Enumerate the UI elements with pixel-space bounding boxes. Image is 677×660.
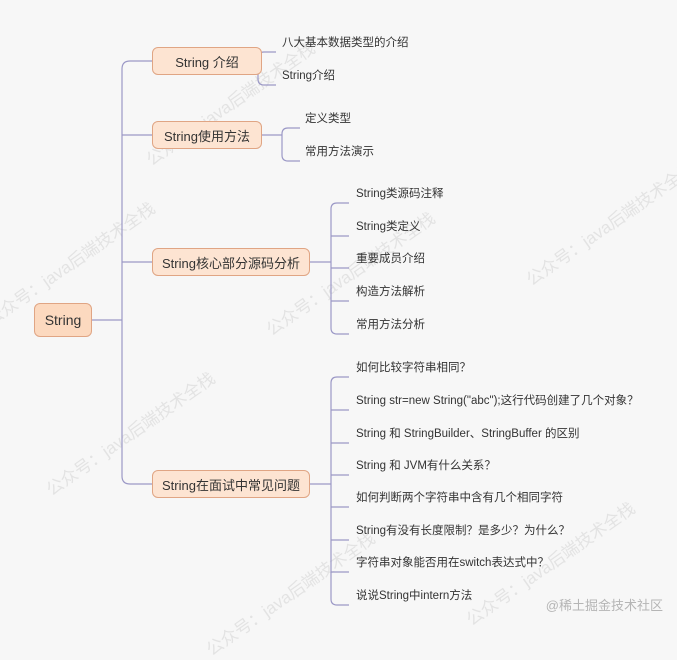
leaf-node[interactable]: String 和 StringBuilder、StringBuffer 的区别 (356, 428, 580, 440)
leaf-node[interactable]: 常用方法演示 (305, 146, 374, 158)
leaf-node[interactable]: String 和 JVM有什么关系？ (356, 460, 496, 472)
leaf-node[interactable]: 如何比较字符串相同？ (356, 362, 471, 374)
connector (330, 327, 349, 335)
leaf-node[interactable]: 构造方法解析 (356, 286, 425, 298)
branch-node[interactable]: String使用方法 (152, 121, 262, 149)
leaf-node[interactable]: String类定义 (356, 221, 421, 233)
leaf-node[interactable]: 定义类型 (305, 113, 351, 125)
leaf-node[interactable]: 八大基本数据类型的介绍 (282, 37, 409, 49)
connector (330, 202, 349, 210)
branch-node[interactable]: String 介绍 (152, 47, 262, 75)
leaf-node[interactable]: String介绍 (282, 70, 336, 82)
connector (121, 475, 152, 485)
leaf-node[interactable]: 说说String中intern方法 (356, 590, 473, 602)
connector (281, 127, 300, 135)
leaf-node[interactable]: String str=new String("abc");这行代码创建了几个对象… (356, 395, 639, 407)
brand-mark: @稀土掘金技术社区 (545, 598, 663, 613)
leaf-node[interactable]: String有没有长度限制？是多少？为什么？ (356, 525, 571, 537)
branch-node[interactable]: String在面试中常见问题 (152, 470, 310, 498)
mindmap-connectors (92, 51, 349, 606)
leaf-node[interactable]: 字符串对象能否用在switch表达式中？ (356, 557, 549, 569)
connector (257, 78, 276, 86)
connector (121, 60, 152, 70)
leaf-node[interactable]: 重要成员介绍 (356, 253, 425, 265)
branch-node[interactable]: String核心部分源码分析 (152, 248, 310, 276)
connector (281, 154, 300, 162)
leaf-node[interactable]: 常用方法分析 (356, 319, 425, 331)
root-node[interactable]: String (34, 303, 92, 337)
connector (330, 598, 349, 606)
leaf-node[interactable]: 如何判断两个字符串中含有几个相同字符 (356, 492, 563, 504)
connector (330, 376, 349, 384)
leaf-node[interactable]: String类源码注释 (356, 188, 444, 200)
